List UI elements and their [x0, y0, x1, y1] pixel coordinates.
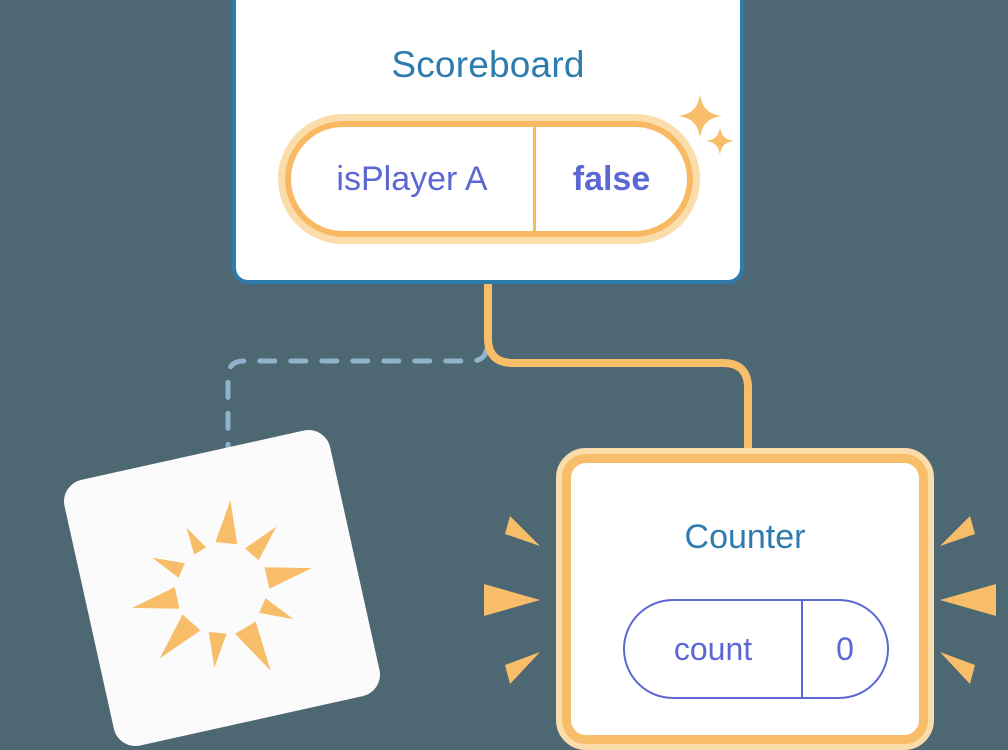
blank-card[interactable]: [59, 425, 385, 750]
burst-rays-counter-right: [940, 516, 996, 684]
counter-card-inner: Counter count 0: [562, 454, 928, 744]
pill-highlight-glow: [278, 114, 700, 244]
burst-rays-blank-card: [132, 500, 312, 671]
scoreboard-title: Scoreboard: [391, 44, 585, 85]
counter-card[interactable]: Counter count 0: [556, 448, 934, 750]
counter-state-pill[interactable]: count 0: [623, 599, 889, 699]
pill-divider: [801, 601, 803, 697]
pill-divider: [533, 127, 536, 231]
pill-key-label: isPlayer A: [336, 159, 488, 198]
burst-rays-counter-left: [484, 516, 540, 684]
pill-key-label: count: [673, 630, 753, 667]
sparkle-large-icon: [678, 94, 722, 138]
pill-body[interactable]: isPlayer A false: [285, 121, 693, 237]
counter-title: Counter: [684, 518, 806, 556]
pill-value-label: 0: [836, 630, 854, 667]
pill-value-label: false: [572, 159, 651, 198]
scoreboard-state-pill[interactable]: isPlayer A false: [278, 114, 700, 244]
connector-scoreboard-to-counter: [484, 284, 752, 460]
scoreboard-card[interactable]: Scoreboard isPlayer A false: [232, 0, 744, 284]
sparkle-small-icon: [706, 127, 734, 155]
